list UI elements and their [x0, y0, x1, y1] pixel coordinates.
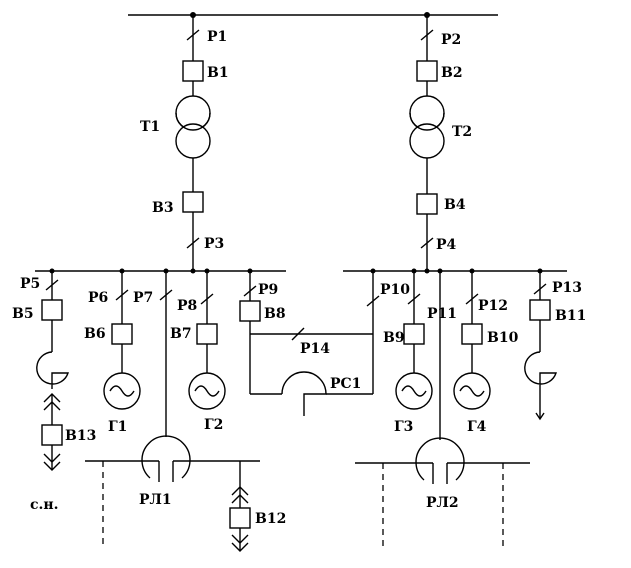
breaker-b7	[196, 323, 218, 345]
label-p10: P10	[380, 282, 410, 298]
label-b8: B8	[264, 306, 286, 322]
label-p9: P9	[258, 282, 278, 298]
disconnector-p10-mark	[366, 295, 380, 307]
label-g4: Г4	[467, 419, 487, 435]
disconnector-p12-mark	[465, 293, 479, 305]
label-b1: B1	[207, 65, 229, 81]
label-b6: B6	[84, 326, 106, 342]
breaker-b4	[416, 193, 438, 215]
disconnector-p4-mark	[420, 237, 434, 249]
breaker-b3	[182, 191, 204, 213]
label-p8: P8	[177, 298, 197, 314]
label-t1: T1	[140, 119, 160, 135]
label-p13: P13	[552, 280, 582, 296]
breaker-b12	[229, 507, 251, 529]
label-sn: с.н.	[30, 497, 59, 513]
disconnector-p9-mark	[243, 285, 257, 297]
label-rs1: РС1	[330, 376, 361, 392]
label-b11: B11	[555, 308, 586, 324]
sectional-reactor-branch	[239, 271, 380, 416]
label-p1: P1	[207, 29, 227, 45]
label-p2: P2	[441, 32, 461, 48]
transformer-t1-lower	[175, 123, 211, 159]
label-p6: P6	[88, 290, 108, 306]
label-b9: B9	[383, 330, 405, 346]
disconnector-p6-mark	[115, 289, 129, 301]
generator-g4-branch	[453, 271, 491, 410]
reactor-rl2	[415, 437, 465, 481]
reactor-rl2-branch	[355, 271, 530, 546]
reactor-symbol-left	[36, 351, 69, 389]
reactor-symbol-right	[524, 351, 557, 418]
generator-g3-branch	[395, 271, 433, 410]
plug-connector-lower	[43, 453, 61, 471]
disconnector-p8-mark	[200, 293, 214, 305]
reactor-rs1	[281, 371, 327, 416]
label-p12: P12	[478, 298, 508, 314]
label-p7: P7	[133, 290, 153, 306]
reactor-rl1-branch	[85, 271, 260, 552]
label-b7: B7	[170, 326, 192, 342]
transformer-branch-right	[409, 15, 445, 271]
feeder-b11-branch	[524, 271, 557, 421]
transformer-t2-lower	[409, 123, 445, 159]
disconnector-p14-mark	[291, 327, 305, 341]
label-g1: Г1	[108, 419, 127, 435]
label-t2: T2	[452, 124, 472, 140]
breaker-b11	[529, 299, 551, 321]
breaker-b9	[403, 323, 425, 345]
label-b5: B5	[12, 306, 34, 322]
transformer-branch-left	[175, 15, 211, 271]
breaker-b6	[111, 323, 133, 345]
label-b4: B4	[444, 197, 466, 213]
label-g2: Г2	[204, 417, 223, 433]
disconnector-p2-mark	[420, 29, 434, 41]
disconnector-p7-mark	[159, 289, 173, 301]
label-b3: B3	[152, 200, 174, 216]
breaker-b13	[41, 424, 63, 446]
label-p3: P3	[204, 236, 224, 252]
label-b10: B10	[487, 330, 519, 346]
label-rl1: РЛ1	[139, 492, 172, 508]
reactor-rl1	[141, 435, 191, 479]
breaker-b5	[41, 299, 63, 321]
disconnector-p1-mark	[186, 29, 200, 41]
label-p5: P5	[20, 276, 40, 292]
generator-g2-branch	[188, 271, 226, 410]
label-g3: Г3	[394, 419, 413, 435]
label-p11: P11	[427, 306, 457, 322]
breaker-b2	[416, 60, 438, 82]
label-p4: P4	[436, 237, 457, 253]
auxiliary-feeder	[36, 271, 69, 471]
label-rl2: РЛ2	[426, 495, 459, 511]
breaker-b1	[182, 60, 204, 82]
disconnector-p13-mark	[533, 283, 547, 295]
generator-g1-branch	[103, 271, 141, 410]
disconnector-p11-mark	[407, 293, 421, 305]
breaker-b10	[461, 323, 483, 345]
disconnector-p3-mark	[186, 237, 200, 249]
breaker-b8	[239, 300, 261, 322]
label-p14: P14	[300, 341, 330, 357]
label-b2: B2	[441, 65, 463, 81]
disconnector-p5-mark	[45, 279, 59, 291]
label-b13: B13	[65, 428, 96, 444]
label-b12: B12	[255, 511, 286, 527]
